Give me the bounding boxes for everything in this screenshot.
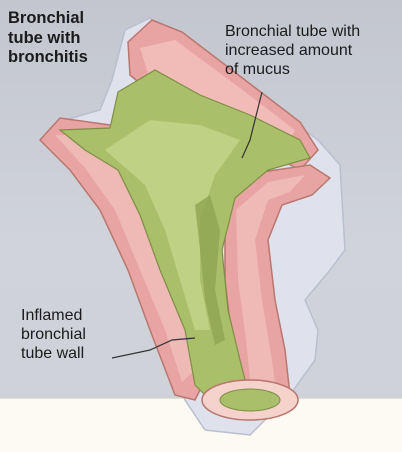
title-line-3: bronchitis (8, 48, 88, 68)
wall-callout-line-1: Inflamed (21, 306, 86, 325)
title-line-2: tube with (8, 29, 88, 49)
mucus-callout-line-1: Bronchial tube with (225, 22, 360, 41)
title-line-1: Bronchial (8, 9, 88, 29)
mucus-callout-line-2: increased amount (225, 41, 360, 60)
mucus-callout: Bronchial tube with increased amount of … (225, 22, 360, 79)
figure-title: Bronchial tube with bronchitis (8, 9, 88, 68)
wall-callout-line-3: tube wall (21, 344, 86, 363)
mucus-callout-line-3: of mucus (225, 60, 360, 79)
cut-lumen (220, 389, 280, 411)
wall-callout-line-2: bronchial (21, 325, 86, 344)
wall-callout: Inflamed bronchial tube wall (21, 306, 86, 363)
